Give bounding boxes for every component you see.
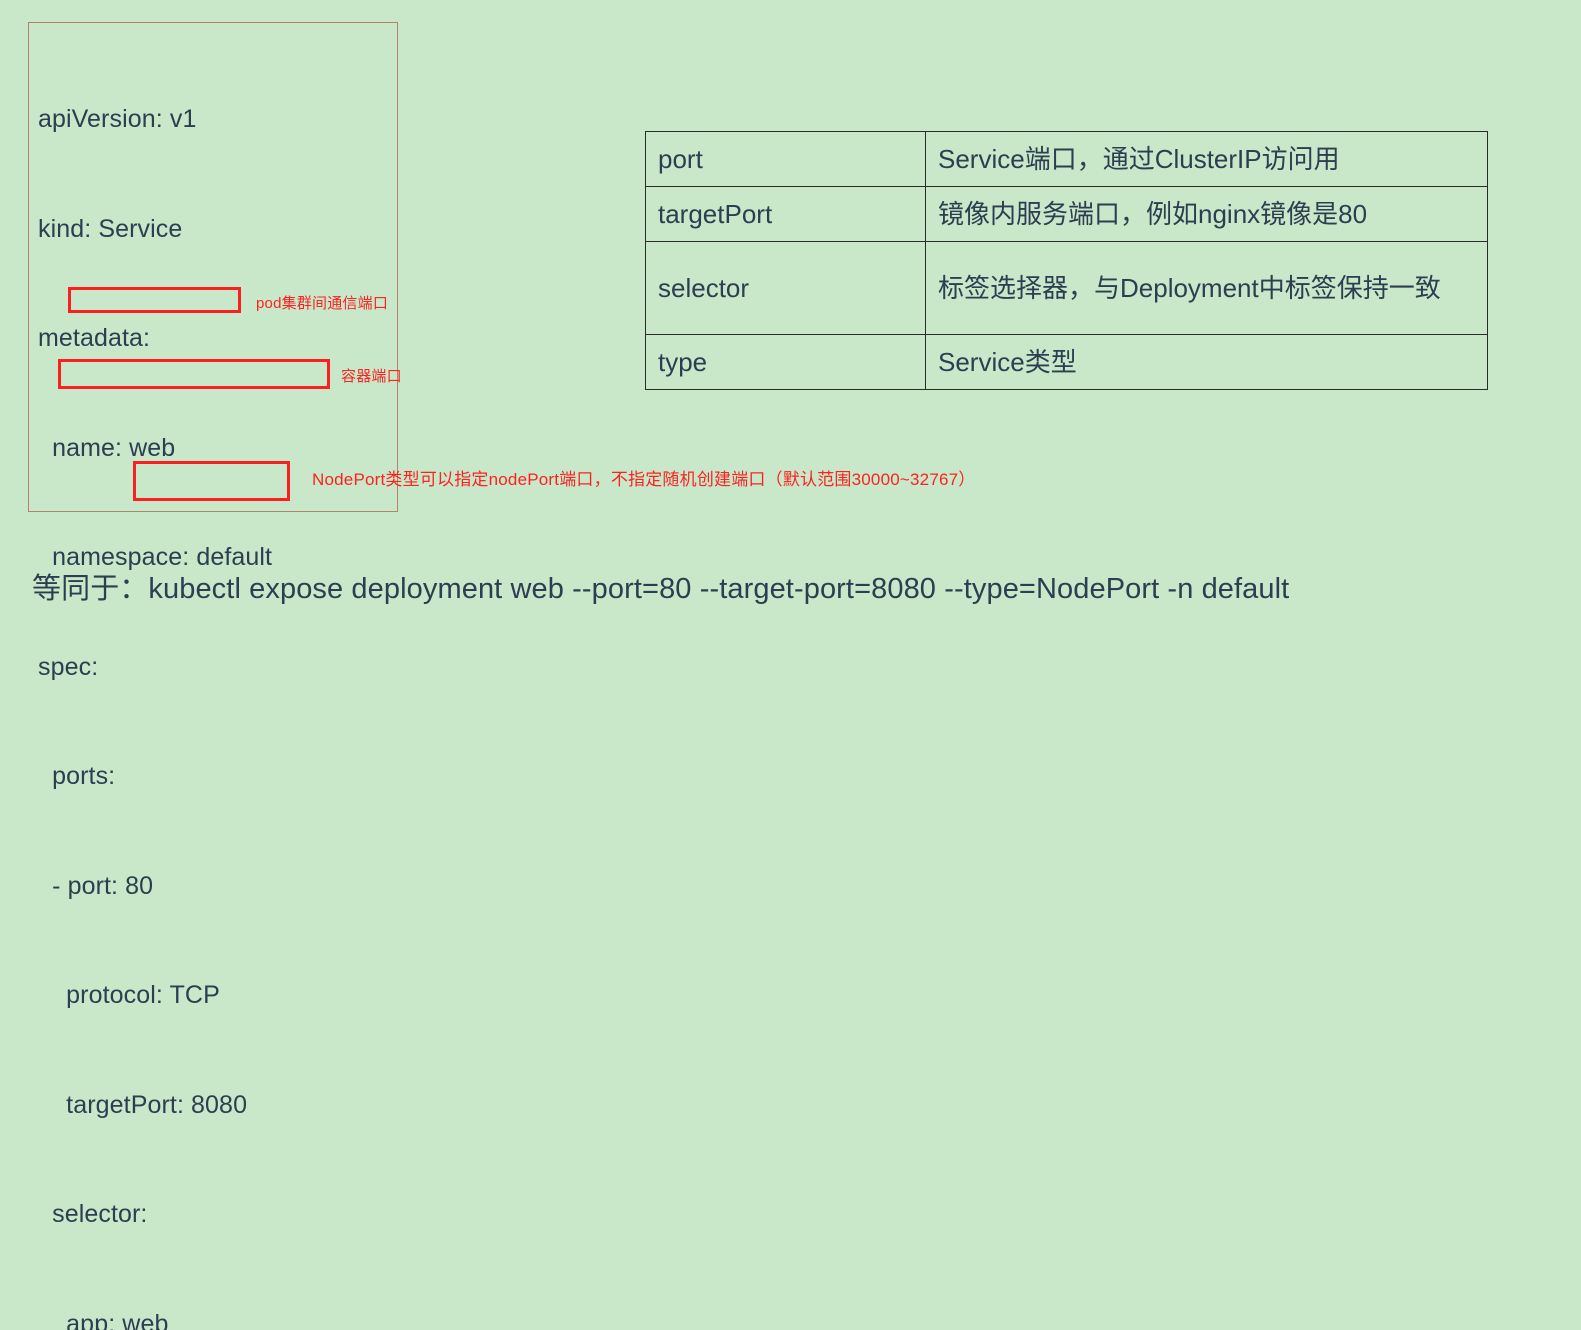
yaml-line-kind: kind: Service	[38, 211, 538, 248]
yaml-line-metadata: metadata:	[38, 320, 538, 357]
yaml-manifest-text: apiVersion: v1 kind: Service metadata: n…	[38, 28, 538, 1330]
table-cell-key-type: type	[646, 335, 926, 390]
table-row: port Service端口，通过ClusterIP访问用	[646, 132, 1488, 187]
table-cell-key-port: port	[646, 132, 926, 187]
table-row: selector 标签选择器，与Deployment中标签保持一致	[646, 242, 1488, 335]
table-cell-desc-port: Service端口，通过ClusterIP访问用	[926, 132, 1488, 187]
table-cell-key-selector: selector	[646, 242, 926, 335]
yaml-line-apiversion: apiVersion: v1	[38, 101, 538, 138]
annotation-node-port-note: NodePort类型可以指定nodePort端口，不指定随机创建端口（默认范围3…	[312, 465, 976, 490]
table-row: targetPort 镜像内服务端口，例如nginx镜像是80	[646, 187, 1488, 242]
table-row: type Service类型	[646, 335, 1488, 390]
table-cell-desc-type: Service类型	[926, 335, 1488, 390]
yaml-line-selector: selector:	[38, 1196, 538, 1233]
table-cell-desc-targetport: 镜像内服务端口，例如nginx镜像是80	[926, 187, 1488, 242]
annotation-port-note: pod集群间通信端口	[256, 292, 388, 313]
annotation-target-port-note: 容器端口	[341, 365, 402, 386]
yaml-line-spec: spec:	[38, 649, 538, 686]
table-cell-desc-selector: 标签选择器，与Deployment中标签保持一致	[926, 242, 1488, 335]
yaml-line-app: app: web	[38, 1306, 538, 1330]
highlight-box-node-port	[133, 461, 290, 501]
yaml-line-targetport: targetPort: 8080	[38, 1087, 538, 1124]
yaml-line-port: - port: 80	[38, 868, 538, 905]
yaml-line-protocol: protocol: TCP	[38, 977, 538, 1014]
equivalent-command-line: 等同于：kubectl expose deployment web --port…	[32, 565, 1289, 607]
highlight-box-target-port	[58, 359, 330, 389]
highlight-box-port	[68, 287, 241, 313]
table-cell-key-targetport: targetPort	[646, 187, 926, 242]
yaml-line-ports: ports:	[38, 758, 538, 795]
service-field-reference-table: port Service端口，通过ClusterIP访问用 targetPort…	[645, 131, 1488, 390]
